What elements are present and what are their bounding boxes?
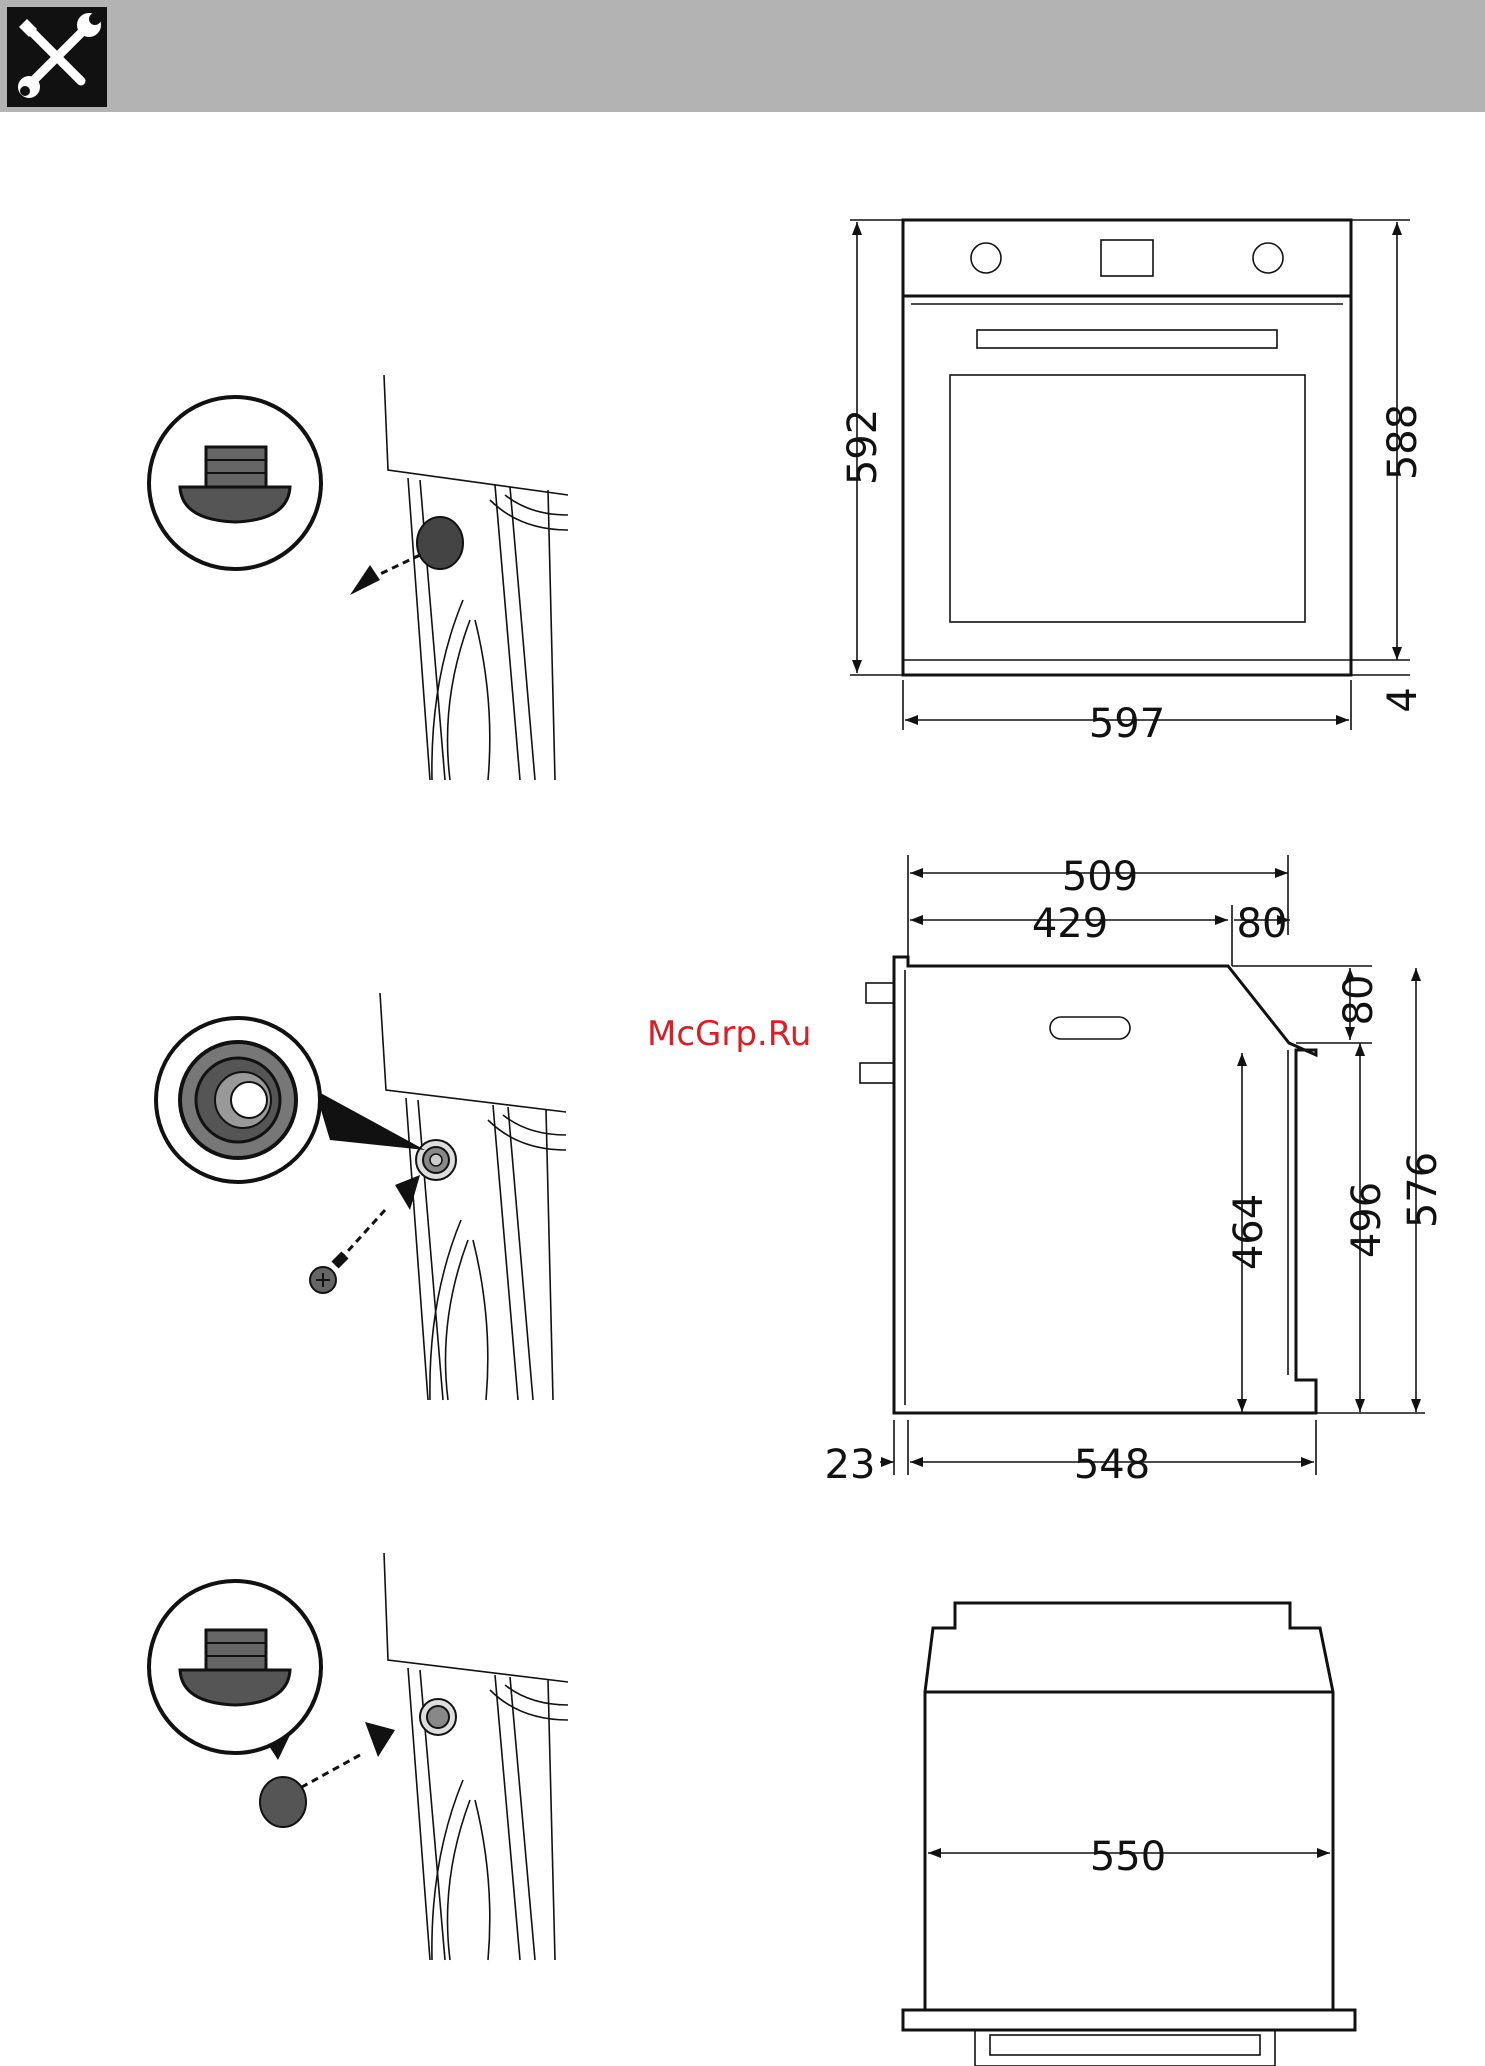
cap-icon [417,517,463,569]
dim-overall-height: 576 [1400,1152,1446,1228]
dim-top-main: 429 [1032,901,1108,947]
step-refit-cap [149,1553,568,1960]
dim-width: 597 [1089,701,1165,747]
knob-right [1253,243,1283,273]
step-remove-cap [149,375,568,780]
dim-height-left: 592 [840,409,886,485]
side-handle [1050,1017,1130,1039]
dim-mid-height: 496 [1344,1182,1390,1258]
screw-icon [310,1255,345,1293]
dim-front-offset: 23 [825,1442,876,1488]
dim-height-right: 588 [1380,404,1426,480]
dim-top-width: 550 [1090,1834,1166,1880]
step-insert-screw [156,993,566,1400]
oven-front-view [850,220,1410,730]
dim-top-overall: 509 [1062,854,1138,900]
oven-window [950,375,1305,622]
knob-left [971,243,1001,273]
dim-top-bevel: 80 [1237,901,1288,947]
dim-depth: 548 [1074,1442,1150,1488]
cap-icon [260,1777,306,1827]
dim-bottom-gap: 4 [1380,687,1426,712]
dim-bevel-height: 80 [1336,975,1382,1026]
watermark: McGrp.Ru [647,1014,811,1054]
oven-side-view [860,855,1425,1475]
dim-inner-height: 464 [1226,1194,1272,1270]
display-panel [1101,240,1153,276]
